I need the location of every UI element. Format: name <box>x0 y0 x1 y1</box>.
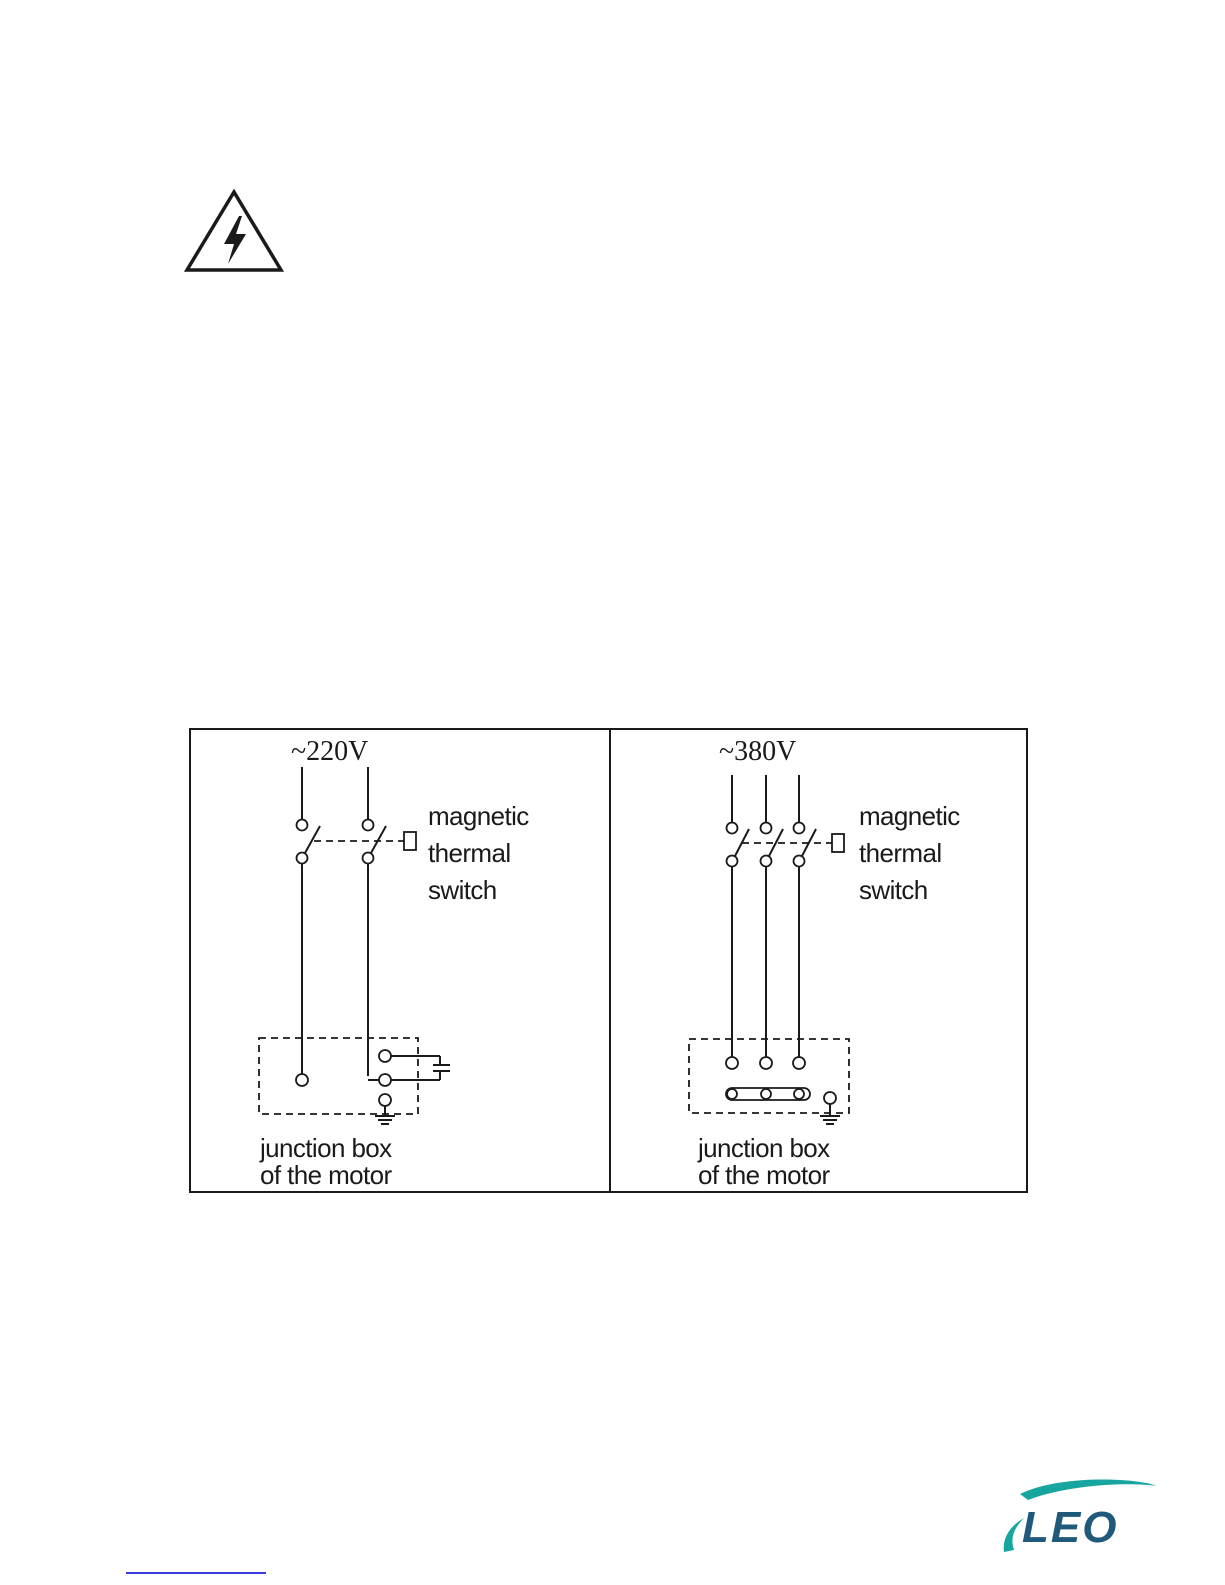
terminal <box>793 1057 805 1069</box>
switch-contact <box>363 820 374 831</box>
switch-label: magnetic <box>428 801 529 831</box>
terminal <box>726 1057 738 1069</box>
voltage-label-220: ~220V <box>291 736 368 767</box>
thermal-element <box>404 832 416 850</box>
terminal <box>379 1094 391 1106</box>
switch-contact <box>761 856 772 867</box>
switch-label: magnetic <box>859 801 960 831</box>
switch-contact <box>363 853 374 864</box>
switch-contact <box>761 823 772 834</box>
switch-label: thermal <box>428 838 511 868</box>
terminal <box>379 1074 391 1086</box>
junction-box-label: junction box <box>259 1133 392 1163</box>
switch-contact <box>297 820 308 831</box>
switch-contact <box>794 823 805 834</box>
switch-label: switch <box>859 875 928 905</box>
diagram-frame <box>190 729 1027 1192</box>
junction-box <box>259 1038 418 1114</box>
switch-contact <box>727 823 738 834</box>
junction-box-label: junction box <box>697 1133 830 1163</box>
switch-contact <box>794 856 805 867</box>
terminal-bridge <box>726 1088 810 1100</box>
footer-link-underline[interactable] <box>126 1572 266 1574</box>
single-phase-panel: ~220V magnetic <box>259 736 529 1190</box>
terminal <box>760 1057 772 1069</box>
junction-box <box>689 1039 849 1113</box>
junction-box-label: of the motor <box>260 1160 392 1190</box>
switch-contact <box>297 853 308 864</box>
high-voltage-warning-icon <box>184 188 284 274</box>
leo-logo: LEO <box>1000 1476 1160 1556</box>
switch-contact <box>727 856 738 867</box>
logo-text: LEO <box>1022 1503 1118 1552</box>
three-phase-panel: ~380V <box>689 736 960 1190</box>
junction-box-label: of the motor <box>698 1160 830 1190</box>
switch-label: switch <box>428 875 497 905</box>
voltage-label-380: ~380V <box>719 736 796 767</box>
terminal <box>296 1074 308 1086</box>
terminal <box>824 1092 836 1104</box>
terminal <box>379 1050 391 1062</box>
switch-label: thermal <box>859 838 942 868</box>
thermal-element <box>832 834 844 852</box>
